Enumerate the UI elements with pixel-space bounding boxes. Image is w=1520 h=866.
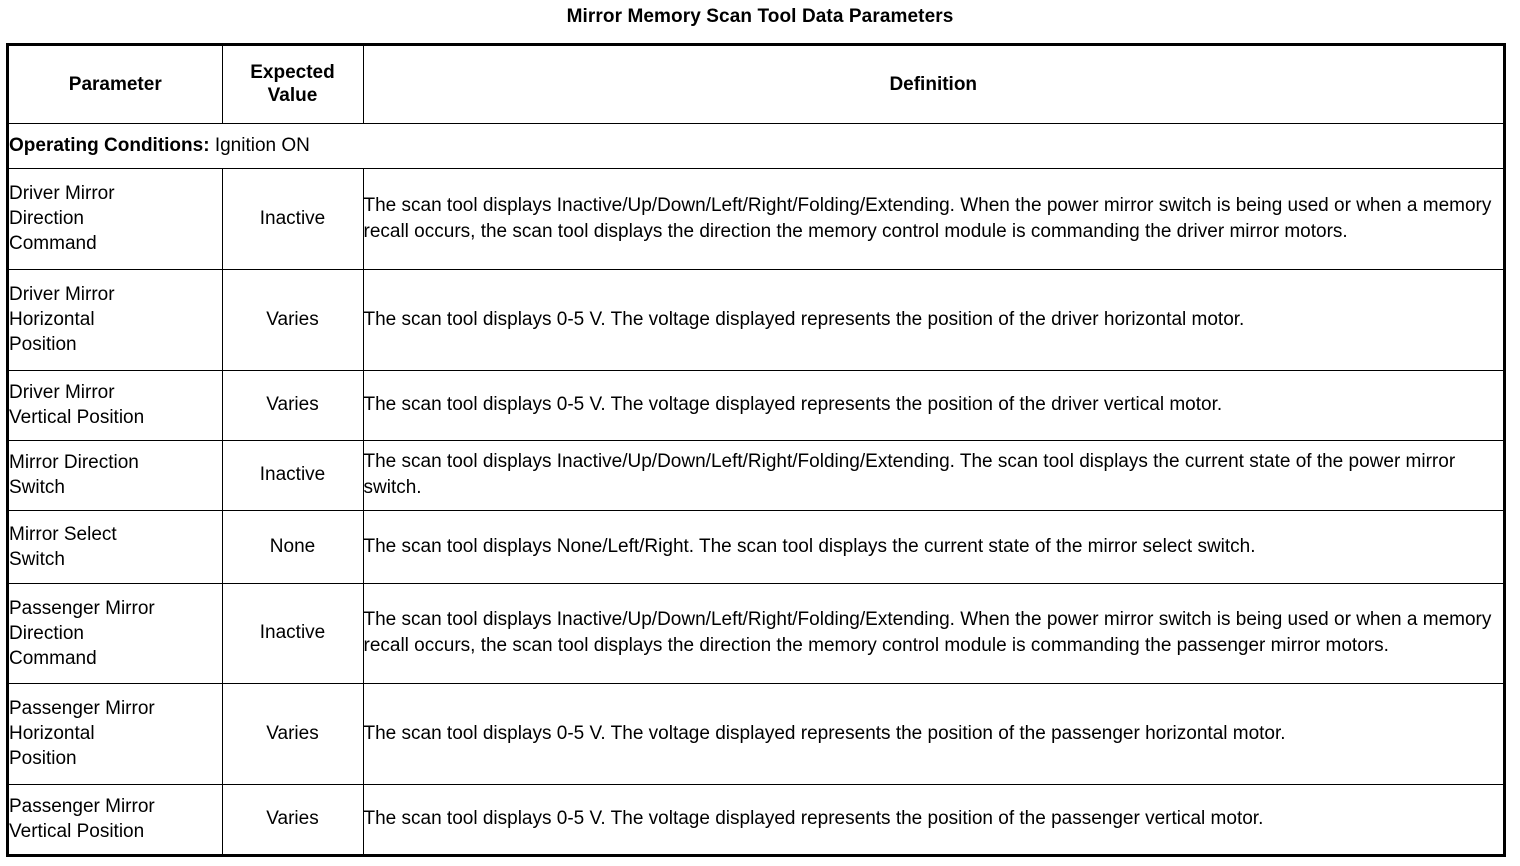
parameter-line: Driver Mirror (9, 284, 115, 305)
parameter-line: Horizontal (9, 723, 95, 744)
parameter-line: Mirror Direction (9, 452, 139, 473)
table-row: Driver Mirror Vertical Position Varies T… (9, 369, 1503, 441)
row-parameter-cell: Passenger Mirror Vertical Position (9, 783, 223, 854)
parameter-line: Switch (9, 477, 65, 498)
page-title: Mirror Memory Scan Tool Data Parameters (566, 6, 954, 27)
column-header-parameter: Parameter (9, 46, 223, 124)
row-definition-cell: The scan tool displays Inactive/Up/Down/… (362, 439, 1503, 511)
parameter-line: Passenger Mirror (9, 597, 155, 619)
row-definition-cell: The scan tool displays 0-5 V. The voltag… (362, 268, 1503, 371)
operating-conditions-value: Ignition ON (214, 134, 310, 156)
operating-conditions-label: Operating Conditions: (9, 134, 210, 156)
row-parameter-cell: Mirror Direction Switch (9, 439, 223, 511)
row-expected-value-cell: Varies (221, 369, 364, 441)
row-expected-value-cell: Inactive (221, 439, 364, 511)
table-row: Mirror Direction Switch Inactive The sca… (9, 439, 1503, 511)
parameter-line: Driver Mirror (9, 382, 115, 403)
column-header-expected-value-line2: Value (267, 85, 318, 107)
table-row: Mirror Select Switch None The scan tool … (9, 509, 1503, 584)
parameter-line: Passenger Mirror (9, 698, 155, 719)
parameter-line: Position (9, 748, 77, 769)
parameter-line: Command (9, 233, 97, 254)
parameter-line: Command (9, 647, 97, 669)
column-header-definition: Definition (362, 46, 1503, 124)
row-definition-cell: The scan tool displays 0-5 V. The voltag… (362, 783, 1503, 854)
column-header-expected-value-line1: Expected (250, 62, 335, 84)
parameter-line: Vertical Position (9, 407, 145, 428)
row-definition-cell: The scan tool displays None/Left/Right. … (362, 509, 1503, 584)
parameter-line: Driver Mirror (9, 183, 115, 204)
column-header-expected-value: Expected Value (221, 46, 364, 124)
parameter-line: Vertical Position (9, 821, 145, 843)
row-parameter-cell: Mirror Select Switch (9, 509, 223, 584)
row-parameter-cell: Driver Mirror Horizontal Position (9, 268, 223, 371)
row-parameter-cell: Driver Mirror Vertical Position (9, 369, 223, 441)
parameters-table: Parameter Expected Value Definition Oper… (9, 46, 1503, 854)
parameter-line: Horizontal (9, 309, 95, 330)
row-expected-value-cell: Varies (221, 783, 364, 854)
row-definition-cell: The scan tool displays 0-5 V. The voltag… (362, 682, 1503, 785)
table-row: Driver Mirror Horizontal Position Varies… (9, 268, 1503, 371)
row-expected-value-cell: Varies (221, 682, 364, 785)
row-parameter-cell: Passenger Mirror Horizontal Position (9, 682, 223, 785)
row-expected-value-cell: Inactive (221, 582, 364, 684)
row-definition-cell: The scan tool displays Inactive/Up/Down/… (362, 582, 1503, 684)
table-row: Driver Mirror Direction Command Inactive… (9, 167, 1503, 270)
parameter-line: Mirror Select (9, 523, 117, 545)
row-definition-cell: The scan tool displays 0-5 V. The voltag… (362, 369, 1503, 441)
parameter-line: Direction (9, 208, 84, 229)
operating-conditions-cell: Operating Conditions: Ignition ON (9, 122, 1503, 169)
parameter-line: Position (9, 334, 77, 355)
parameter-line: Switch (9, 548, 65, 570)
operating-conditions-row: Operating Conditions: Ignition ON (9, 122, 1503, 169)
row-definition-cell: The scan tool displays Inactive/Up/Down/… (362, 167, 1503, 270)
parameters-table-container: Parameter Expected Value Definition Oper… (6, 43, 1506, 857)
table-row: Passenger Mirror Vertical Position Varie… (9, 783, 1503, 854)
row-parameter-cell: Passenger Mirror Direction Command (9, 582, 223, 684)
table-header-row: Parameter Expected Value Definition (9, 46, 1503, 124)
table-row: Passenger Mirror Direction Command Inact… (9, 582, 1503, 684)
row-expected-value-cell: Inactive (221, 167, 364, 270)
parameter-line: Direction (9, 622, 84, 644)
table-row: Passenger Mirror Horizontal Position Var… (9, 682, 1503, 785)
parameter-line: Passenger Mirror (9, 796, 155, 818)
row-parameter-cell: Driver Mirror Direction Command (9, 167, 223, 270)
row-expected-value-cell: Varies (221, 268, 364, 371)
row-expected-value-cell: None (221, 509, 364, 584)
